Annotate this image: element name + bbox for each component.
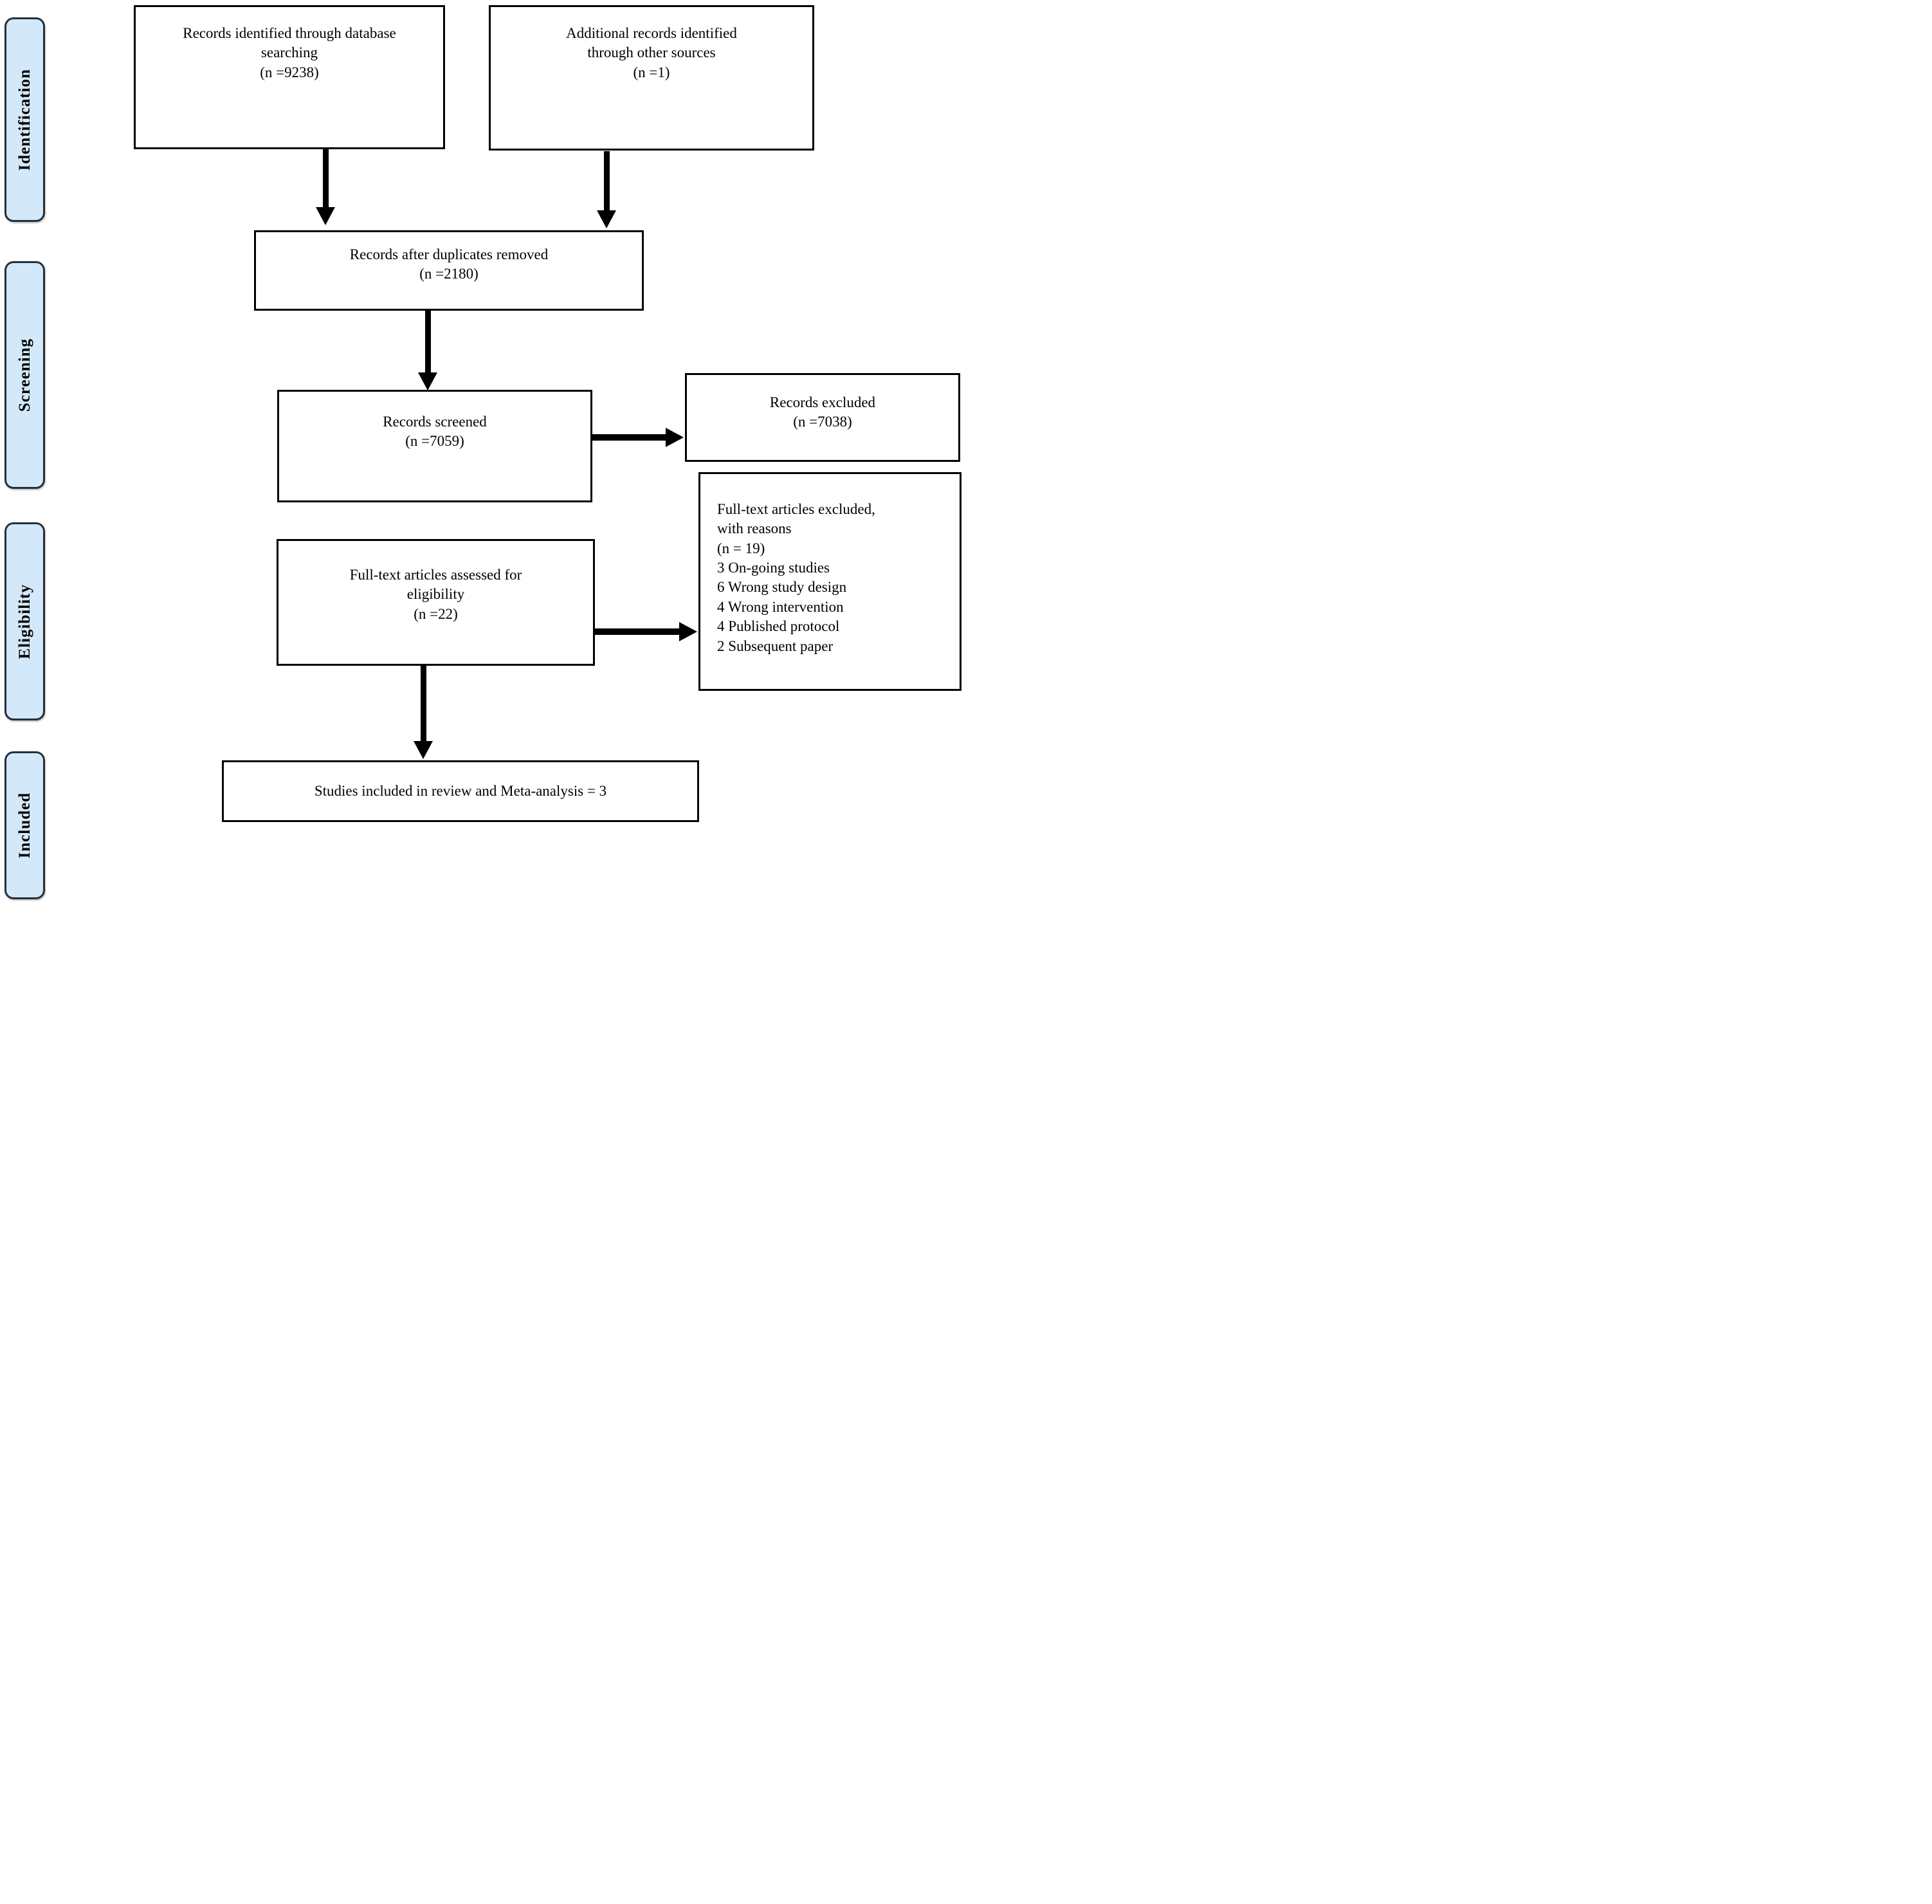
box-text-line: Records after duplicates removed bbox=[349, 246, 549, 262]
exclusion-reason: 4 Published protocol bbox=[717, 618, 840, 635]
box-count: (n = 19) bbox=[717, 540, 765, 556]
exclusion-reason: 4 Wrong intervention bbox=[717, 598, 844, 615]
arrow-screened-to-excluded bbox=[592, 428, 684, 447]
prisma-flow-diagram: Identification Screening Eligibility Inc… bbox=[0, 0, 966, 952]
box-records-identified-other: Additional records identified through ot… bbox=[489, 5, 814, 151]
arrow-shaft bbox=[420, 666, 426, 741]
box-fulltext-assessed: Full-text articles assessed for eligibil… bbox=[277, 539, 595, 666]
arrow-shaft bbox=[595, 628, 679, 635]
box-studies-included: Studies included in review and Meta-anal… bbox=[222, 760, 699, 822]
box-text-line: Additional records identified bbox=[566, 25, 737, 41]
box-records-excluded: Records excluded (n =7038) bbox=[685, 373, 960, 462]
box-duplicates-removed: Records after duplicates removed (n =218… bbox=[254, 230, 644, 311]
box-text-line: Records screened bbox=[383, 414, 487, 430]
stage-identification-label: Identification bbox=[15, 68, 33, 171]
stage-eligibility: Eligibility bbox=[5, 522, 45, 720]
arrow-database-to-duplicates bbox=[316, 149, 335, 225]
box-text-line: eligibility bbox=[406, 586, 465, 603]
stage-included-label: Included bbox=[15, 792, 33, 859]
arrow-other-to-duplicates bbox=[597, 151, 616, 228]
box-fulltext-excluded: Full-text articles excluded, with reason… bbox=[698, 472, 961, 691]
arrow-shaft bbox=[603, 151, 610, 210]
arrow-down-head bbox=[316, 207, 335, 225]
box-count: (n =7059) bbox=[405, 433, 464, 450]
box-text-line: Full-text articles excluded, bbox=[717, 501, 875, 517]
box-count: (n =7038) bbox=[793, 414, 852, 430]
arrow-right-head bbox=[666, 428, 684, 447]
arrow-down-head bbox=[418, 372, 437, 390]
arrow-down-head bbox=[597, 210, 616, 228]
box-count: (n =22) bbox=[414, 605, 458, 622]
box-count: (n =2180) bbox=[419, 266, 478, 282]
arrow-shaft bbox=[424, 311, 431, 372]
box-text-line: Full-text articles assessed for bbox=[349, 567, 522, 583]
box-text-line: Records excluded bbox=[769, 394, 876, 410]
arrow-shaft bbox=[592, 434, 666, 441]
stage-screening-label: Screening bbox=[15, 338, 33, 412]
arrow-right-head bbox=[679, 622, 697, 641]
box-text-line: Records identified through database bbox=[183, 25, 396, 41]
arrow-assessed-to-excluded bbox=[595, 622, 697, 641]
box-text-line: searching bbox=[260, 44, 318, 61]
box-count: (n =9238) bbox=[260, 64, 319, 80]
stage-screening: Screening bbox=[5, 261, 45, 489]
exclusion-reason: 3 On-going studies bbox=[717, 560, 830, 576]
box-records-identified-database: Records identified through database sear… bbox=[134, 5, 445, 149]
arrow-down-head bbox=[414, 741, 433, 759]
arrow-assessed-to-included bbox=[414, 666, 433, 759]
box-count: (n =1) bbox=[633, 64, 670, 80]
box-text-line: with reasons bbox=[717, 520, 792, 537]
box-records-screened: Records screened (n =7059) bbox=[277, 390, 592, 502]
stage-identification: Identification bbox=[5, 17, 45, 222]
stage-eligibility-label: Eligibility bbox=[15, 583, 33, 659]
exclusion-reason: 6 Wrong study design bbox=[717, 579, 847, 596]
stage-included: Included bbox=[5, 751, 45, 899]
exclusion-reason: 2 Subsequent paper bbox=[717, 637, 834, 654]
arrow-shaft bbox=[322, 149, 329, 207]
box-text-line: through other sources bbox=[587, 44, 716, 61]
arrow-duplicates-to-screened bbox=[418, 311, 437, 390]
box-text-line: Studies included in review and Meta-anal… bbox=[314, 782, 607, 799]
